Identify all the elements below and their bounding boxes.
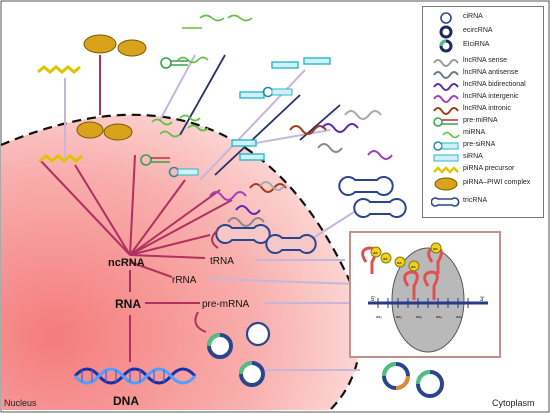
legend-item-sirna: siRNA — [423, 151, 545, 165]
pre-sirna-hairpins — [168, 86, 293, 178]
legend-item-pre-sirna: pre-siRNA — [423, 139, 545, 153]
nucleus-label: Nucleus — [4, 398, 37, 408]
pre-mirna-hairpins — [140, 57, 188, 166]
squiggle-violet-icon — [433, 95, 459, 103]
legend-label: lncRNA antisense — [463, 69, 519, 76]
legend-label: lncRNA sense — [463, 57, 507, 64]
legend-item-lncrna-intronic: lncRNA intronic — [423, 103, 545, 117]
legend-item-lncrna-sense: lncRNA sense — [423, 55, 545, 69]
ribosome-panel — [349, 231, 501, 358]
node-trna: tRNA — [210, 256, 234, 267]
legend-item-pirna-piwi: piRNA–PIWI complex — [423, 177, 545, 191]
hairpin-red-green-icon — [433, 117, 458, 127]
node-rrna: rRNA — [172, 275, 197, 286]
codon-label-3: aa₃ — [416, 314, 422, 319]
legend-label: piRNA–PIWI complex — [463, 179, 531, 186]
squiggle-green-icon — [442, 131, 460, 139]
pirna-piwi-complexes — [76, 34, 147, 141]
nucleus-region — [1, 114, 361, 410]
node-rna: RNA — [115, 297, 141, 311]
amino-acid-1: aa — [373, 250, 378, 255]
hairpin-teal-icon — [433, 141, 459, 151]
ncrna-connectors — [39, 55, 233, 362]
legend-label: piRNA precursor — [463, 165, 515, 172]
legend: ciRNA ecircRNA EIciRNA lncRNA sense lncR… — [422, 6, 544, 218]
legend-label: lncRNA intergenic — [463, 93, 519, 100]
legend-item-pirna-precursor: piRNA precursor — [423, 163, 545, 177]
lncrna-group — [209, 110, 393, 227]
legend-item-lncrna-bidirectional: lncRNA bidirectional — [423, 79, 545, 93]
legend-item-ecircrna: ecircRNA — [423, 25, 545, 39]
tricrna-group — [215, 176, 407, 254]
legend-label: EIciRNA — [463, 41, 490, 48]
squiggle-purple-icon — [433, 83, 459, 91]
legend-item-eicirna: EIciRNA — [423, 39, 545, 53]
dumbbell-blue-icon — [431, 197, 460, 207]
circle-teal-ring-icon — [439, 39, 453, 53]
legend-item-lncrna-antisense: lncRNA antisense — [423, 67, 545, 81]
codon-label-5: aa₅ — [456, 314, 462, 319]
pirna-precursors — [37, 65, 83, 163]
circle-blue-icon — [440, 12, 452, 24]
legend-label: miRNA — [463, 129, 486, 136]
ribosome-three-prime: 3' — [480, 297, 484, 303]
legend-label: tricRNA — [463, 197, 488, 204]
legend-item-mirna: miRNA — [423, 127, 545, 141]
codon-label-4: aa₄ — [436, 314, 442, 319]
sirna-duplexes — [231, 57, 331, 161]
codon-label-1: aa₁ — [376, 314, 382, 319]
node-pre-mrna: pre-mRNA — [202, 299, 250, 310]
squiggle-gray-icon — [433, 59, 459, 67]
curve-arrow-1 — [211, 229, 219, 249]
curve-arrow-2 — [194, 311, 207, 333]
legend-item-cirna: ciRNA — [423, 11, 545, 25]
legend-item-tricrna: tricRNA — [423, 195, 545, 209]
legend-label: lncRNA bidirectional — [463, 81, 526, 88]
legend-label: ecircRNA — [463, 27, 493, 34]
amino-acid-3: aa — [397, 260, 402, 265]
amino-acid-2: aa — [383, 256, 388, 261]
nuclear-envelope — [0, 113, 362, 411]
squiggle-orange-icon — [433, 107, 459, 115]
circrna-group — [207, 321, 444, 398]
squiggle-slate-icon — [433, 71, 459, 79]
legend-label: lncRNA intronic — [463, 105, 511, 112]
legend-label: pre-siRNA — [463, 141, 496, 148]
oval-gold-icon — [434, 177, 458, 191]
mirna-group — [151, 14, 253, 138]
legend-item-pre-mirna: pre-miRNA — [423, 115, 545, 129]
legend-label: siRNA — [463, 153, 483, 160]
ribosome-five-prime: 5' — [371, 297, 375, 303]
legend-label: ciRNA — [463, 13, 483, 20]
node-dna: DNA — [113, 394, 139, 408]
circle-dark-ring-icon — [439, 25, 453, 39]
dna-helix — [73, 367, 197, 385]
amino-acid-5: aa — [433, 246, 438, 251]
dna-rungs — [81, 370, 165, 382]
cytoplasm-label: Cytoplasm — [492, 398, 535, 408]
amino-acid-4: aa — [411, 264, 416, 269]
legend-label: pre-miRNA — [463, 117, 498, 124]
node-ncrna: ncRNA — [108, 257, 145, 269]
zigzag-yellow-icon — [433, 166, 459, 174]
legend-item-lncrna-intergenic: lncRNA intergenic — [423, 91, 545, 105]
codon-label-2: aa₂ — [396, 314, 402, 319]
duplex-cyan-icon — [433, 154, 459, 162]
